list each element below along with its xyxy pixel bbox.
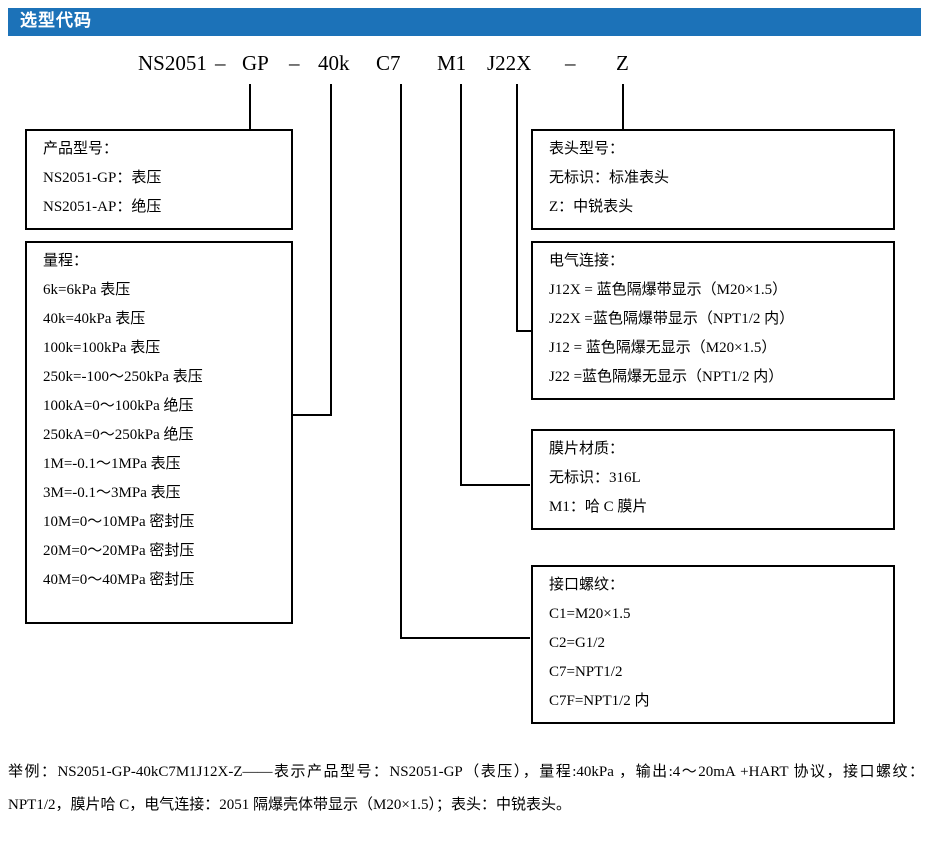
box-title: 膜片材质： xyxy=(549,441,625,457)
box-interface-thread: 接口螺纹： C1=M20×1.5 C2=G1/2 C7=NPT1/2 C7F=N… xyxy=(531,565,895,724)
box-row: 250k=-100～250kPa 表压 xyxy=(43,369,203,385)
box-title: 表头型号： xyxy=(549,141,625,157)
code-segment: C7 xyxy=(376,51,401,75)
code-segment: M1 xyxy=(437,51,467,75)
box-row: J12X = 蓝色隔爆带显示（M20×1.5） xyxy=(549,282,788,298)
connector-m1-horizontal xyxy=(460,484,530,486)
box-row: C7F=NPT1/2 内 xyxy=(549,693,650,709)
box-row: 250kA=0～250kPa 绝压 xyxy=(43,427,194,443)
code-segment: NS2051 xyxy=(138,51,207,75)
box-row: 1M=-0.1～1MPa 表压 xyxy=(43,456,181,472)
box-row: 6k=6kPa 表压 xyxy=(43,282,131,298)
box-row: 20M=0～20MPa 密封压 xyxy=(43,543,195,559)
section-header-bar: 选型代码 xyxy=(8,8,921,34)
code-segment: – xyxy=(289,51,300,75)
box-diaphragm-material: 膜片材质： 无标识：316L M1：哈 C 膜片 xyxy=(531,429,895,530)
connector-m1-vertical xyxy=(460,84,462,485)
box-row: 无标识：316L xyxy=(549,470,641,486)
box-row: 无标识：标准表头 xyxy=(549,170,670,186)
box-row: 10M=0～10MPa 密封压 xyxy=(43,514,195,530)
connector-c7-vertical xyxy=(400,84,402,638)
box-row: NS2051-AP：绝压 xyxy=(43,199,162,215)
box-row: 100kA=0～100kPa 绝压 xyxy=(43,398,194,414)
box-meter-head: 表头型号： 无标识：标准表头 Z：中锐表头 xyxy=(531,129,895,230)
box-row: 40M=0～40MPa 密封压 xyxy=(43,572,195,588)
box-row: J12 = 蓝色隔爆无显示（M20×1.5） xyxy=(549,340,777,356)
example-paragraph: 举例：NS2051-GP-40kC7M1J12X-Z——表示产品型号：NS205… xyxy=(8,764,924,813)
box-row: 100k=100kPa 表压 xyxy=(43,340,161,356)
box-title: 电气连接： xyxy=(549,253,625,269)
box-title: 接口螺纹： xyxy=(549,577,625,593)
box-row: C2=G1/2 xyxy=(549,635,605,651)
box-range: 量程： 6k=6kPa 表压 40k=40kPa 表压 100k=100kPa … xyxy=(25,241,293,624)
box-row: J22 =蓝色隔爆无显示（NPT1/2 内） xyxy=(549,369,784,385)
code-segment: 40k xyxy=(318,51,350,75)
code-segment: – xyxy=(215,51,226,75)
code-segment: J22X xyxy=(487,51,532,75)
box-row: Z：中锐表头 xyxy=(549,199,634,215)
connector-range-vertical xyxy=(330,84,332,415)
connector-range-horizontal xyxy=(287,414,332,416)
connector-j22x-vertical xyxy=(516,84,518,331)
box-row: J22X =蓝色隔爆带显示（NPT1/2 内） xyxy=(549,311,795,327)
code-segment: – xyxy=(565,51,576,75)
box-electrical-connection: 电气连接： J12X = 蓝色隔爆带显示（M20×1.5） J22X =蓝色隔爆… xyxy=(531,241,895,400)
box-title: 量程： xyxy=(43,253,89,269)
connector-c7-horizontal xyxy=(400,637,530,639)
connector-j22x-horizontal xyxy=(516,330,532,332)
connector-z-vertical xyxy=(622,84,624,130)
code-segment: Z xyxy=(616,51,629,75)
box-row: 3M=-0.1～3MPa 表压 xyxy=(43,485,181,501)
box-row: M1：哈 C 膜片 xyxy=(549,499,648,515)
box-title: 产品型号： xyxy=(43,141,119,157)
box-row: C7=NPT1/2 xyxy=(549,664,623,680)
header-divider xyxy=(8,34,921,36)
box-row: 40k=40kPa 表压 xyxy=(43,311,146,327)
connector-gp-vertical xyxy=(249,84,251,130)
box-row: NS2051-GP：表压 xyxy=(43,170,162,186)
code-segment: GP xyxy=(242,51,269,75)
box-product-model: 产品型号： NS2051-GP：表压 NS2051-AP：绝压 xyxy=(25,129,293,230)
box-row: C1=M20×1.5 xyxy=(549,606,631,622)
page-title: 选型代码 xyxy=(20,11,92,31)
